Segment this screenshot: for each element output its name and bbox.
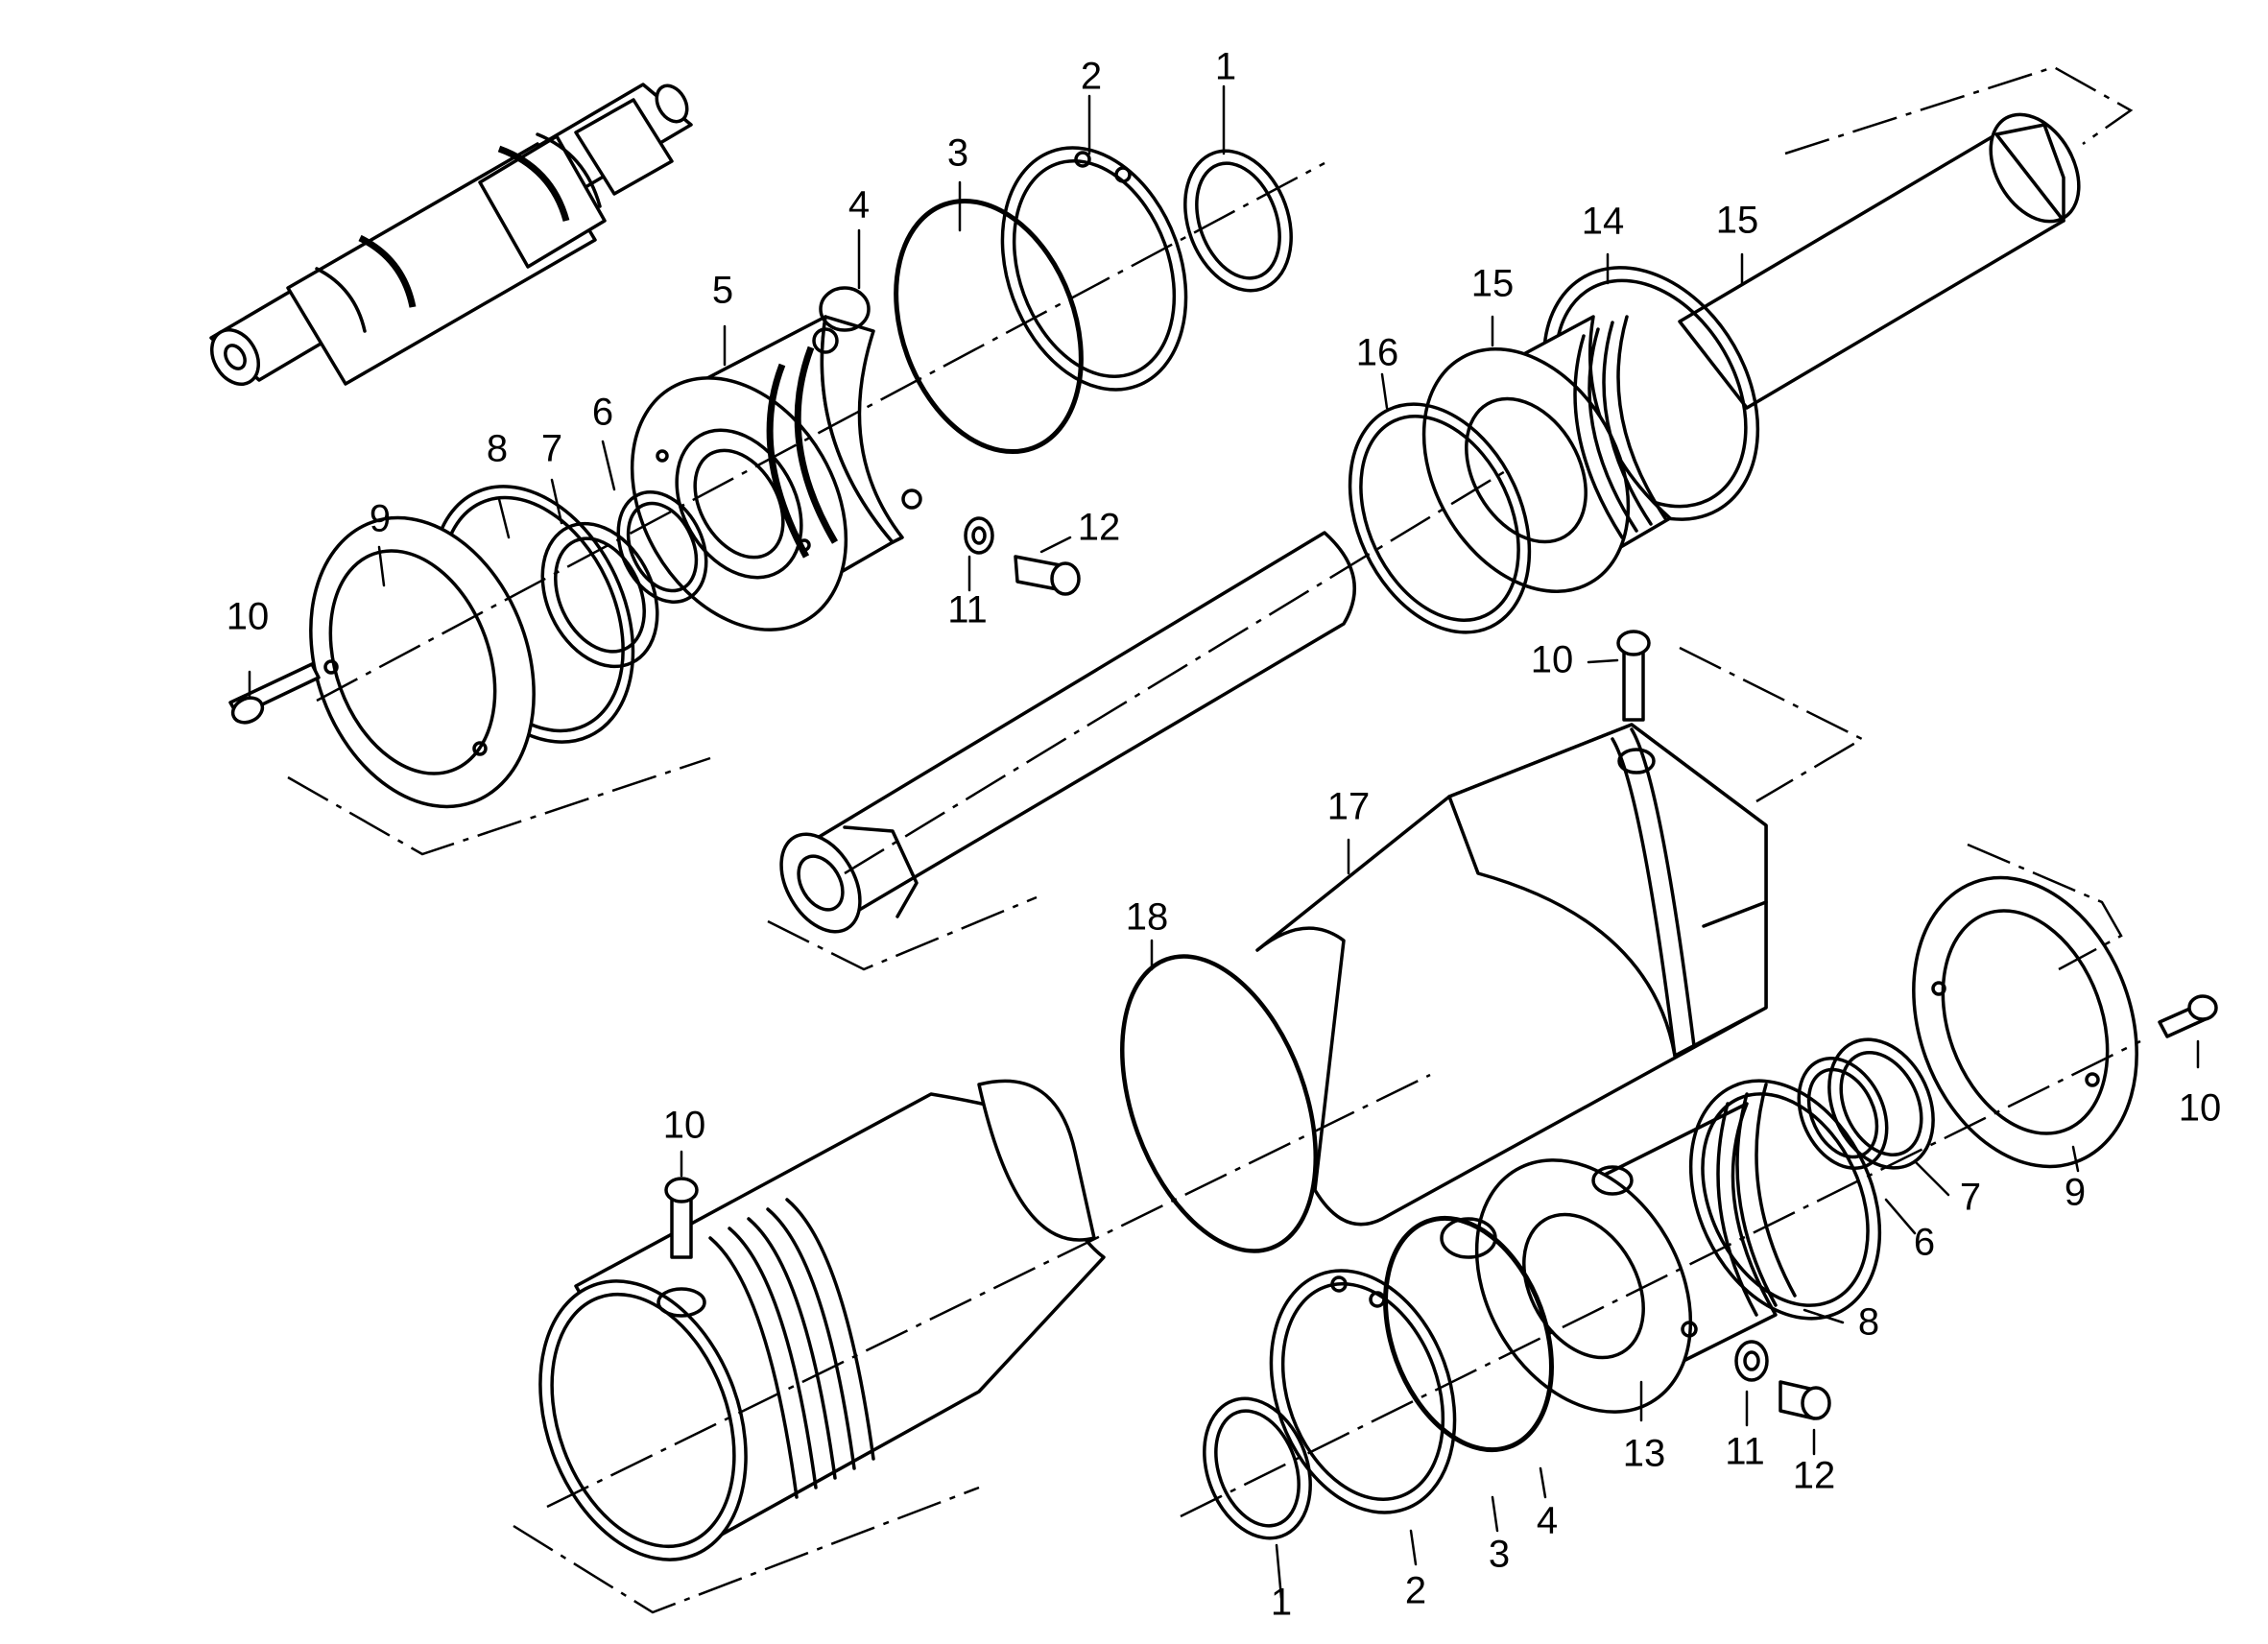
- wiper-ring-part-1-top: [1183, 149, 1293, 293]
- callout-15-rod: 15: [1716, 200, 1759, 242]
- bracket-line-barrel-top: [1679, 646, 1865, 803]
- bracket-line-bottom-right: [1967, 843, 2123, 971]
- cylinder-barrel-part-17: [1255, 723, 1768, 1227]
- callout-2-bottom: 2: [1405, 1570, 1426, 1612]
- screw-part-12-top: [1014, 555, 1081, 596]
- assembly-axis-bottom: [546, 1073, 1431, 1509]
- callout-10-left: 10: [227, 596, 270, 638]
- bushing-part-7-right: [1827, 1037, 1935, 1170]
- callout-7-right: 7: [1960, 1177, 1981, 1219]
- gland-head-part-5: [630, 315, 922, 631]
- snap-ring-part-2-bottom: [1269, 1269, 1457, 1514]
- callout-10-mid: 10: [1531, 639, 1574, 681]
- washer-part-11-top: [964, 516, 994, 555]
- callout-13: 13: [1623, 1433, 1666, 1475]
- callout-3-bottom: 3: [1489, 1534, 1510, 1576]
- screw-part-10-mid: [1616, 630, 1651, 722]
- o-ring-part-3-top: [894, 198, 1084, 455]
- bracket-line-top-left: [287, 756, 711, 856]
- callout-10-barrel: 10: [663, 1105, 706, 1147]
- end-cap-part-9-left: [309, 515, 536, 809]
- gland-head-part-13: [1474, 1083, 1797, 1414]
- callout-3-top: 3: [947, 132, 968, 175]
- callout-4-bottom: 4: [1537, 1500, 1558, 1542]
- bracket-line-top-right: [1784, 65, 2134, 155]
- screw-part-12-bottom: [1779, 1380, 1831, 1420]
- callout-8-right: 8: [1858, 1301, 1879, 1344]
- callout-12-top: 12: [1078, 507, 1121, 549]
- callout-labels: 1 2 3 4 5 6 7 8 9 10 11 12 14 15 15 16 1…: [227, 46, 2222, 1624]
- callout-8-left: 8: [487, 428, 508, 470]
- end-cap-part-9-right: [1912, 875, 2138, 1169]
- callout-6-right: 6: [1914, 1222, 1935, 1264]
- callout-9-left: 9: [370, 498, 391, 540]
- leader-lines: [248, 84, 2200, 1600]
- callout-15-piston: 15: [1471, 263, 1515, 305]
- washer-part-11-bottom: [1734, 1340, 1769, 1382]
- o-ring-part-3-bottom: [1383, 1215, 1554, 1453]
- callout-11-bottom: 11: [1725, 1431, 1765, 1473]
- snap-ring-part-2-top: [1000, 146, 1188, 392]
- bracket-line-bottom-left: [513, 1486, 980, 1614]
- callout-6-left: 6: [592, 392, 613, 434]
- cylinder-tube-bottom: [538, 1079, 1106, 1561]
- piston-rod-part-15: [1678, 112, 2081, 410]
- callout-1-top: 1: [1215, 46, 1236, 88]
- screw-part-10-barrel: [664, 1177, 699, 1259]
- callout-16: 16: [1356, 332, 1399, 374]
- valve-spool-part: [209, 83, 693, 386]
- screw-part-10-left: [228, 662, 321, 725]
- callout-17: 17: [1327, 786, 1371, 828]
- callout-1-bottom: 1: [1271, 1582, 1292, 1624]
- assembly-axis-top-left: [316, 161, 1325, 703]
- wire-ring-part-4-top: [819, 286, 871, 332]
- bracket-line-rod: [767, 895, 1038, 971]
- piston-rod-body: [779, 531, 1356, 934]
- split-ring-part-16: [1348, 402, 1532, 634]
- callout-14: 14: [1582, 201, 1625, 243]
- callout-11-top: 11: [947, 589, 988, 631]
- callout-12-bottom: 12: [1793, 1455, 1836, 1497]
- assembly-axis-bottom-right: [1180, 1039, 2141, 1518]
- callout-2-top: 2: [1081, 56, 1102, 98]
- callout-4-top: 4: [848, 184, 870, 226]
- seal-part-6-left: [616, 490, 708, 604]
- assembly-axis-top-right: [844, 468, 1508, 875]
- callout-18: 18: [1126, 896, 1169, 939]
- callout-10-right: 10: [2179, 1087, 2222, 1130]
- screw-part-10-right: [2158, 994, 2218, 1038]
- callout-5: 5: [712, 270, 733, 312]
- callout-9-right: 9: [2065, 1172, 2086, 1214]
- wire-ring-part-18: [1120, 954, 1318, 1253]
- callout-7-left: 7: [541, 428, 562, 470]
- wiper-ring-part-1-bottom: [1203, 1396, 1312, 1540]
- seal-part-6-right: [1797, 1057, 1889, 1170]
